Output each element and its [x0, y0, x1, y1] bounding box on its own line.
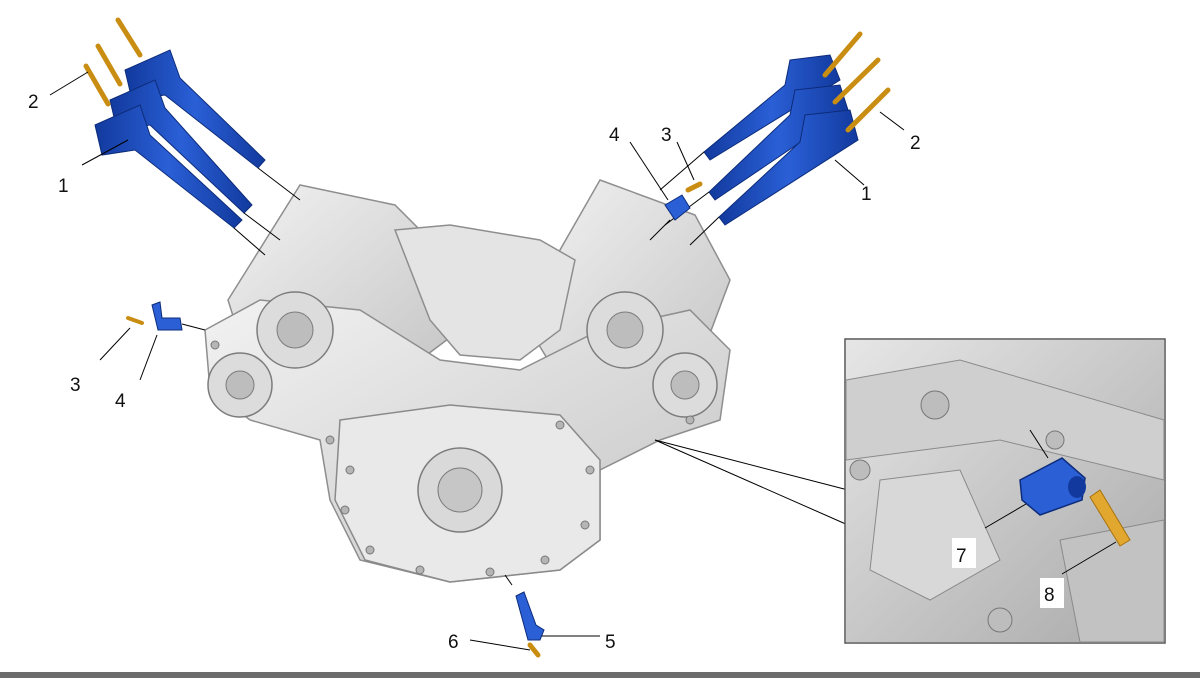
camshaft-sensor-left	[126, 301, 206, 331]
callout-crank-sensor-bolt: 6	[448, 632, 459, 653]
callout-coil-left: 1	[58, 176, 69, 197]
callout-labels: 2 1 2 1 4 3 3 4 5 6 7 8	[28, 92, 1064, 653]
callout-sensor-bolt-left: 3	[70, 375, 81, 396]
callout-crank-sensor: 5	[605, 632, 616, 653]
callout-sensor-right: 4	[609, 125, 620, 146]
ignition-coils-left	[83, 17, 301, 256]
detail-inset	[654, 338, 1166, 644]
callout-detail-sensor: 7	[956, 546, 967, 567]
leader-lines	[49, 71, 1117, 651]
bottom-rule	[0, 672, 1200, 678]
crankshaft-sensor	[504, 574, 545, 658]
camshaft-sensor-right	[649, 181, 703, 241]
engine-block	[204, 179, 731, 583]
callout-sensor-bolt-right: 3	[661, 125, 672, 146]
callout-coil-right: 1	[861, 184, 872, 205]
callout-coil-bolt-right: 2	[910, 133, 921, 154]
callout-sensor-left: 4	[115, 391, 126, 412]
ignition-coils-right	[659, 31, 891, 246]
callout-coil-bolt-left: 2	[28, 92, 39, 113]
callout-detail-bolt: 8	[1044, 585, 1055, 606]
